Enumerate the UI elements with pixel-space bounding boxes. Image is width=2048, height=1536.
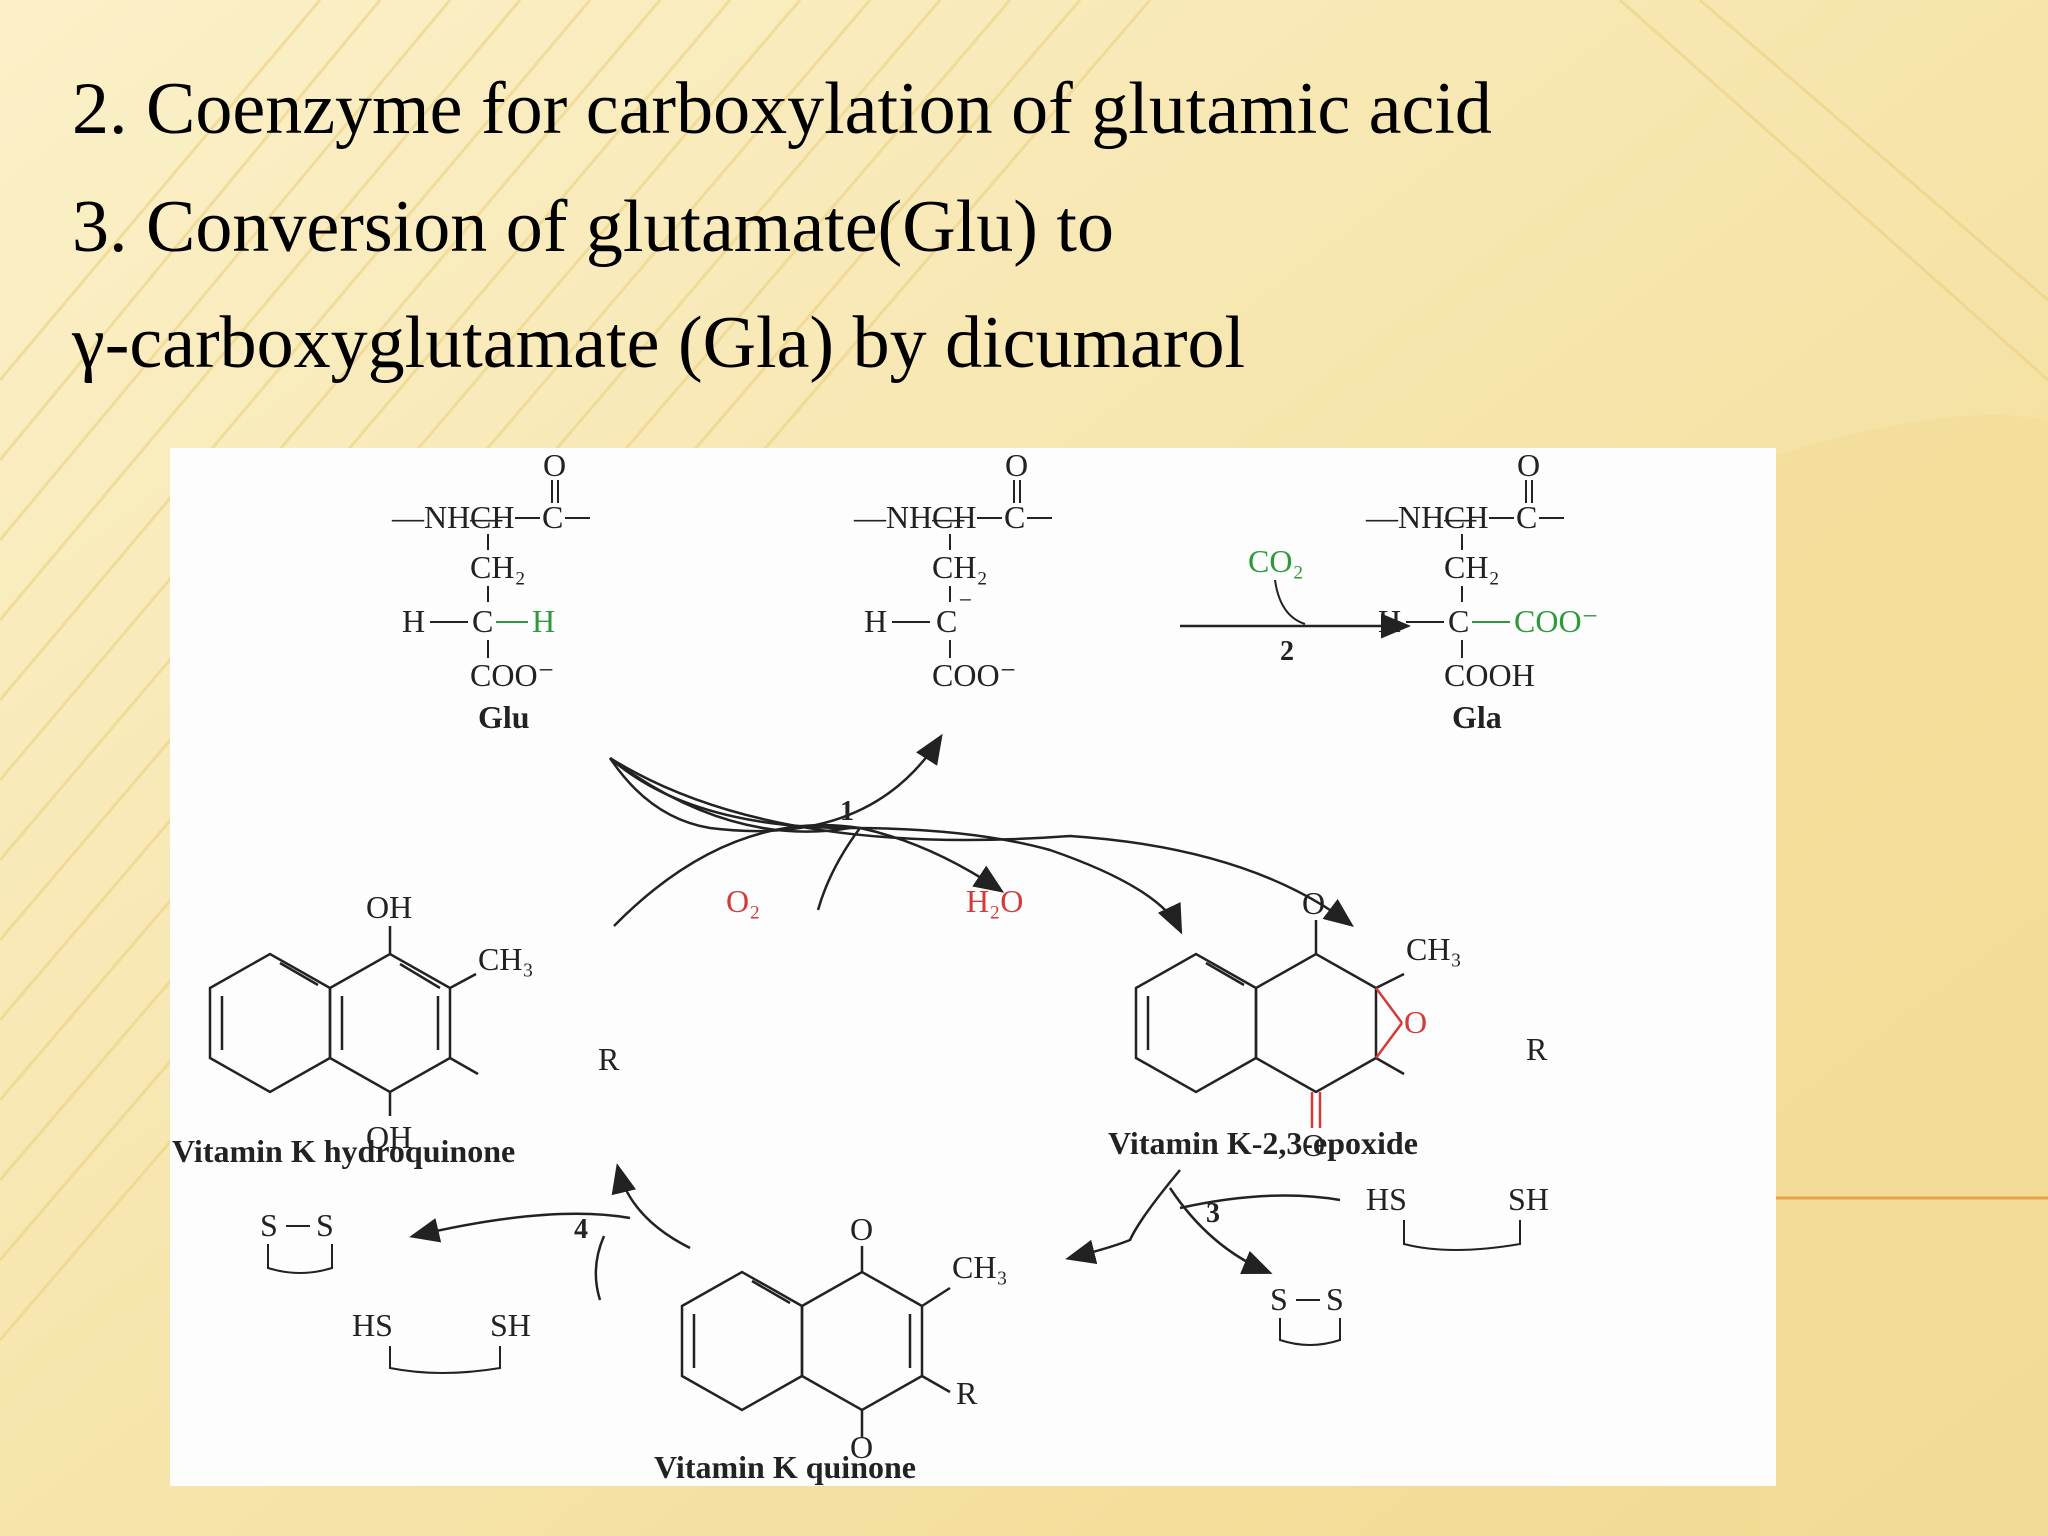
- carbanion-intermediate: —NH— CH C O CH₂ C ⁻ H COO⁻: [853, 448, 1052, 693]
- step4-s-left: S: [260, 1207, 278, 1243]
- glu-gamma-c: C: [472, 603, 493, 639]
- int-h: H: [864, 603, 887, 639]
- int-nh: —NH—: [853, 499, 965, 535]
- step-3-number: 3: [1206, 1198, 1220, 1229]
- glu-ch: CH: [470, 499, 514, 535]
- int-c: C: [1004, 499, 1025, 535]
- gla-c: C: [1516, 499, 1537, 535]
- glu-o: O: [543, 448, 566, 483]
- step-1-number: 1: [840, 796, 854, 827]
- gla-green-coo: COO⁻: [1514, 603, 1598, 639]
- step4-hs: HS: [352, 1307, 393, 1343]
- step-1-arrows: [608, 733, 1354, 935]
- hydroquinone-oh-top: OH: [366, 889, 412, 925]
- epoxide-o-ring: O: [1404, 1004, 1427, 1040]
- quinone-r: R: [956, 1375, 978, 1411]
- gla-o: O: [1517, 448, 1540, 483]
- gla-nh: —NH—: [1365, 499, 1477, 535]
- glu-ch2: CH₂: [470, 549, 526, 585]
- h2o-label: H₂O: [966, 883, 1023, 919]
- step-2-arrow: CO₂ 2: [1180, 543, 1411, 667]
- vitamin-k-cycle-figure: —NH— CH C O CH₂ C H H COO⁻ Glu —NH— CH C…: [170, 448, 1776, 1486]
- bullet-line-2: 3. Conversion of glutamate(Glu) to: [72, 186, 1114, 268]
- step4-disulfide-chain: [267, 1244, 333, 1274]
- co2-label: CO₂: [1248, 543, 1304, 579]
- int-o: O: [1005, 448, 1028, 483]
- gla-ch2: CH₂: [1444, 549, 1500, 585]
- hydroquinone-oh-bottom: OH: [366, 1119, 412, 1155]
- step3-s-left: S: [1270, 1281, 1288, 1317]
- hydroquinone-ch3: CH₃: [478, 941, 534, 977]
- int-gamma-c: C: [936, 603, 957, 639]
- glu-coo: COO⁻: [470, 657, 554, 693]
- gla-gamma-c: C: [1448, 603, 1469, 639]
- bullet-line-1: 2. Coenzyme for carboxylation of glutami…: [72, 68, 1492, 150]
- step-2-number: 2: [1280, 636, 1294, 667]
- int-ch: CH: [932, 499, 976, 535]
- quinone-o-top: O: [850, 1211, 873, 1247]
- int-ch2: CH₂: [932, 549, 988, 585]
- o2-label: O₂: [726, 883, 760, 919]
- hydroquinone-label: Vitamin K hydroquinone: [172, 1133, 515, 1169]
- quinone-o-bottom: O: [850, 1429, 873, 1465]
- vitamin-k-epoxide: [1134, 920, 1405, 1094]
- glu-nh: —NH—: [391, 499, 503, 535]
- epoxide-ch3: CH₃: [1406, 931, 1462, 967]
- glu-label: Glu: [478, 699, 530, 735]
- vitamin-k-hydroquinone: [208, 926, 479, 1116]
- quinone-ch3: CH₃: [952, 1249, 1008, 1285]
- glu-h-left: H: [402, 603, 425, 639]
- svg-text:⁻: ⁻: [958, 590, 973, 621]
- step-3-arrows: [1065, 1169, 1341, 1274]
- step-4-number: 4: [574, 1214, 588, 1245]
- epoxide-red-bonds: [1310, 987, 1404, 1128]
- step4-s-right: S: [316, 1207, 334, 1243]
- hydroquinone-r: R: [598, 1041, 620, 1077]
- step3-dithiol-chain: [1403, 1220, 1521, 1251]
- int-coo: COO⁻: [932, 657, 1016, 693]
- epoxide-r: R: [1526, 1031, 1548, 1067]
- vitamin-k-quinone: [680, 1246, 951, 1438]
- step3-hs: HS: [1366, 1181, 1407, 1217]
- epoxide-label: Vitamin K-2,3-epoxide: [1108, 1125, 1418, 1161]
- step-4-arrows: [409, 1163, 691, 1301]
- quinone-label: Vitamin K quinone: [654, 1449, 916, 1485]
- gla-cooh: COOH: [1444, 657, 1535, 693]
- step4-sh: SH: [490, 1307, 531, 1343]
- epoxide-o-top: O: [1302, 885, 1325, 921]
- bullet-line-3: γ-carboxyglutamate (Gla) by dicumarol: [72, 302, 1246, 384]
- epoxide-o-bottom: O: [1302, 1127, 1325, 1163]
- glu-c: C: [542, 499, 563, 535]
- gla-label: Gla: [1452, 699, 1502, 735]
- glu-h-green: H: [532, 603, 555, 639]
- gla-structure: —NH— CH C O CH₂ C H COO⁻ COOH Gla: [1365, 448, 1598, 735]
- step4-dithiol-chain: [389, 1346, 501, 1374]
- step3-sh: SH: [1508, 1181, 1549, 1217]
- step3-s-right: S: [1326, 1281, 1344, 1317]
- gla-h: H: [1378, 603, 1401, 639]
- gla-ch: CH: [1444, 499, 1488, 535]
- glu-structure: —NH— CH C O CH₂ C H H COO⁻ Glu: [391, 448, 590, 735]
- step3-disulfide-chain: [1279, 1318, 1341, 1346]
- vitamin-k-cycle-diagram: —NH— CH C O CH₂ C H H COO⁻ Glu —NH— CH C…: [172, 448, 1598, 1485]
